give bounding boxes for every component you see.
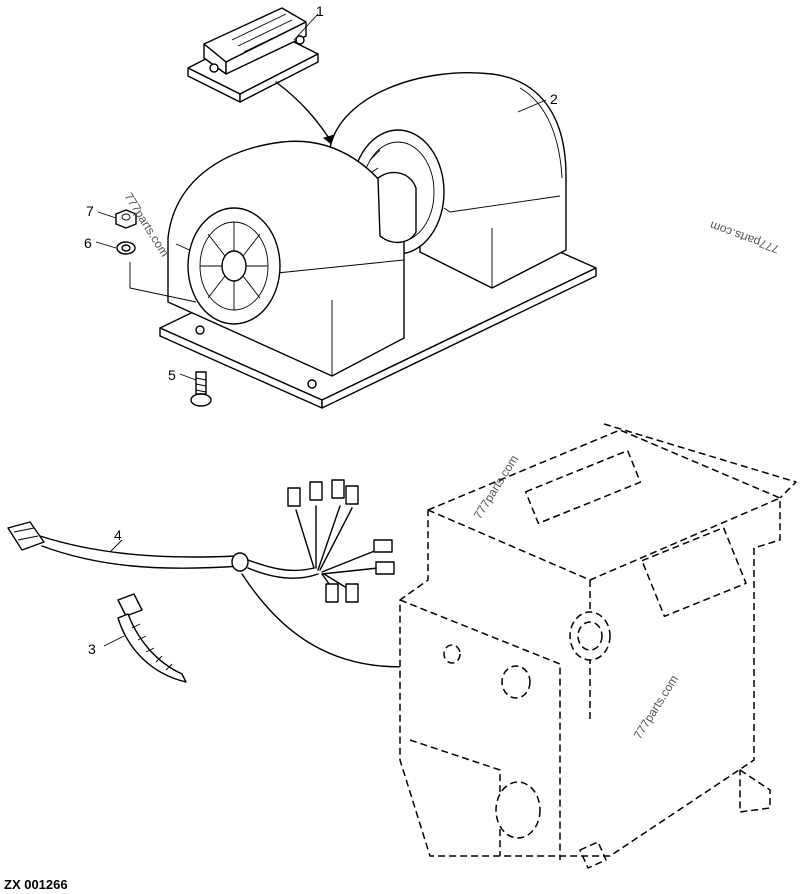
callout-2: 2: [550, 91, 558, 107]
callout-4: 4: [114, 527, 122, 543]
callout-1: 1: [316, 3, 324, 19]
drawing-code: ZX 001266: [4, 877, 68, 892]
heater-box-housing: [399, 423, 797, 869]
fastener-leader-line: [129, 262, 197, 303]
watermark-2: 777parts.com: [708, 218, 781, 256]
callout-7: 7: [86, 203, 94, 219]
callout-6: 6: [84, 235, 92, 251]
screw-part-5[interactable]: [190, 371, 212, 407]
nut-part-7[interactable]: [115, 209, 137, 229]
resistor-module-part-1[interactable]: [187, 7, 319, 103]
callout-5: 5: [168, 367, 176, 383]
wiring-harness-part-4[interactable]: [7, 479, 395, 603]
blower-assembly-part-2[interactable]: [159, 72, 597, 409]
callout-leader-lines: [95, 13, 547, 647]
callout-3: 3: [88, 641, 96, 657]
cable-tie-part-3[interactable]: [117, 593, 187, 683]
lock-washer-part-6[interactable]: [116, 241, 136, 255]
assembly-arrow-1: [275, 81, 339, 147]
